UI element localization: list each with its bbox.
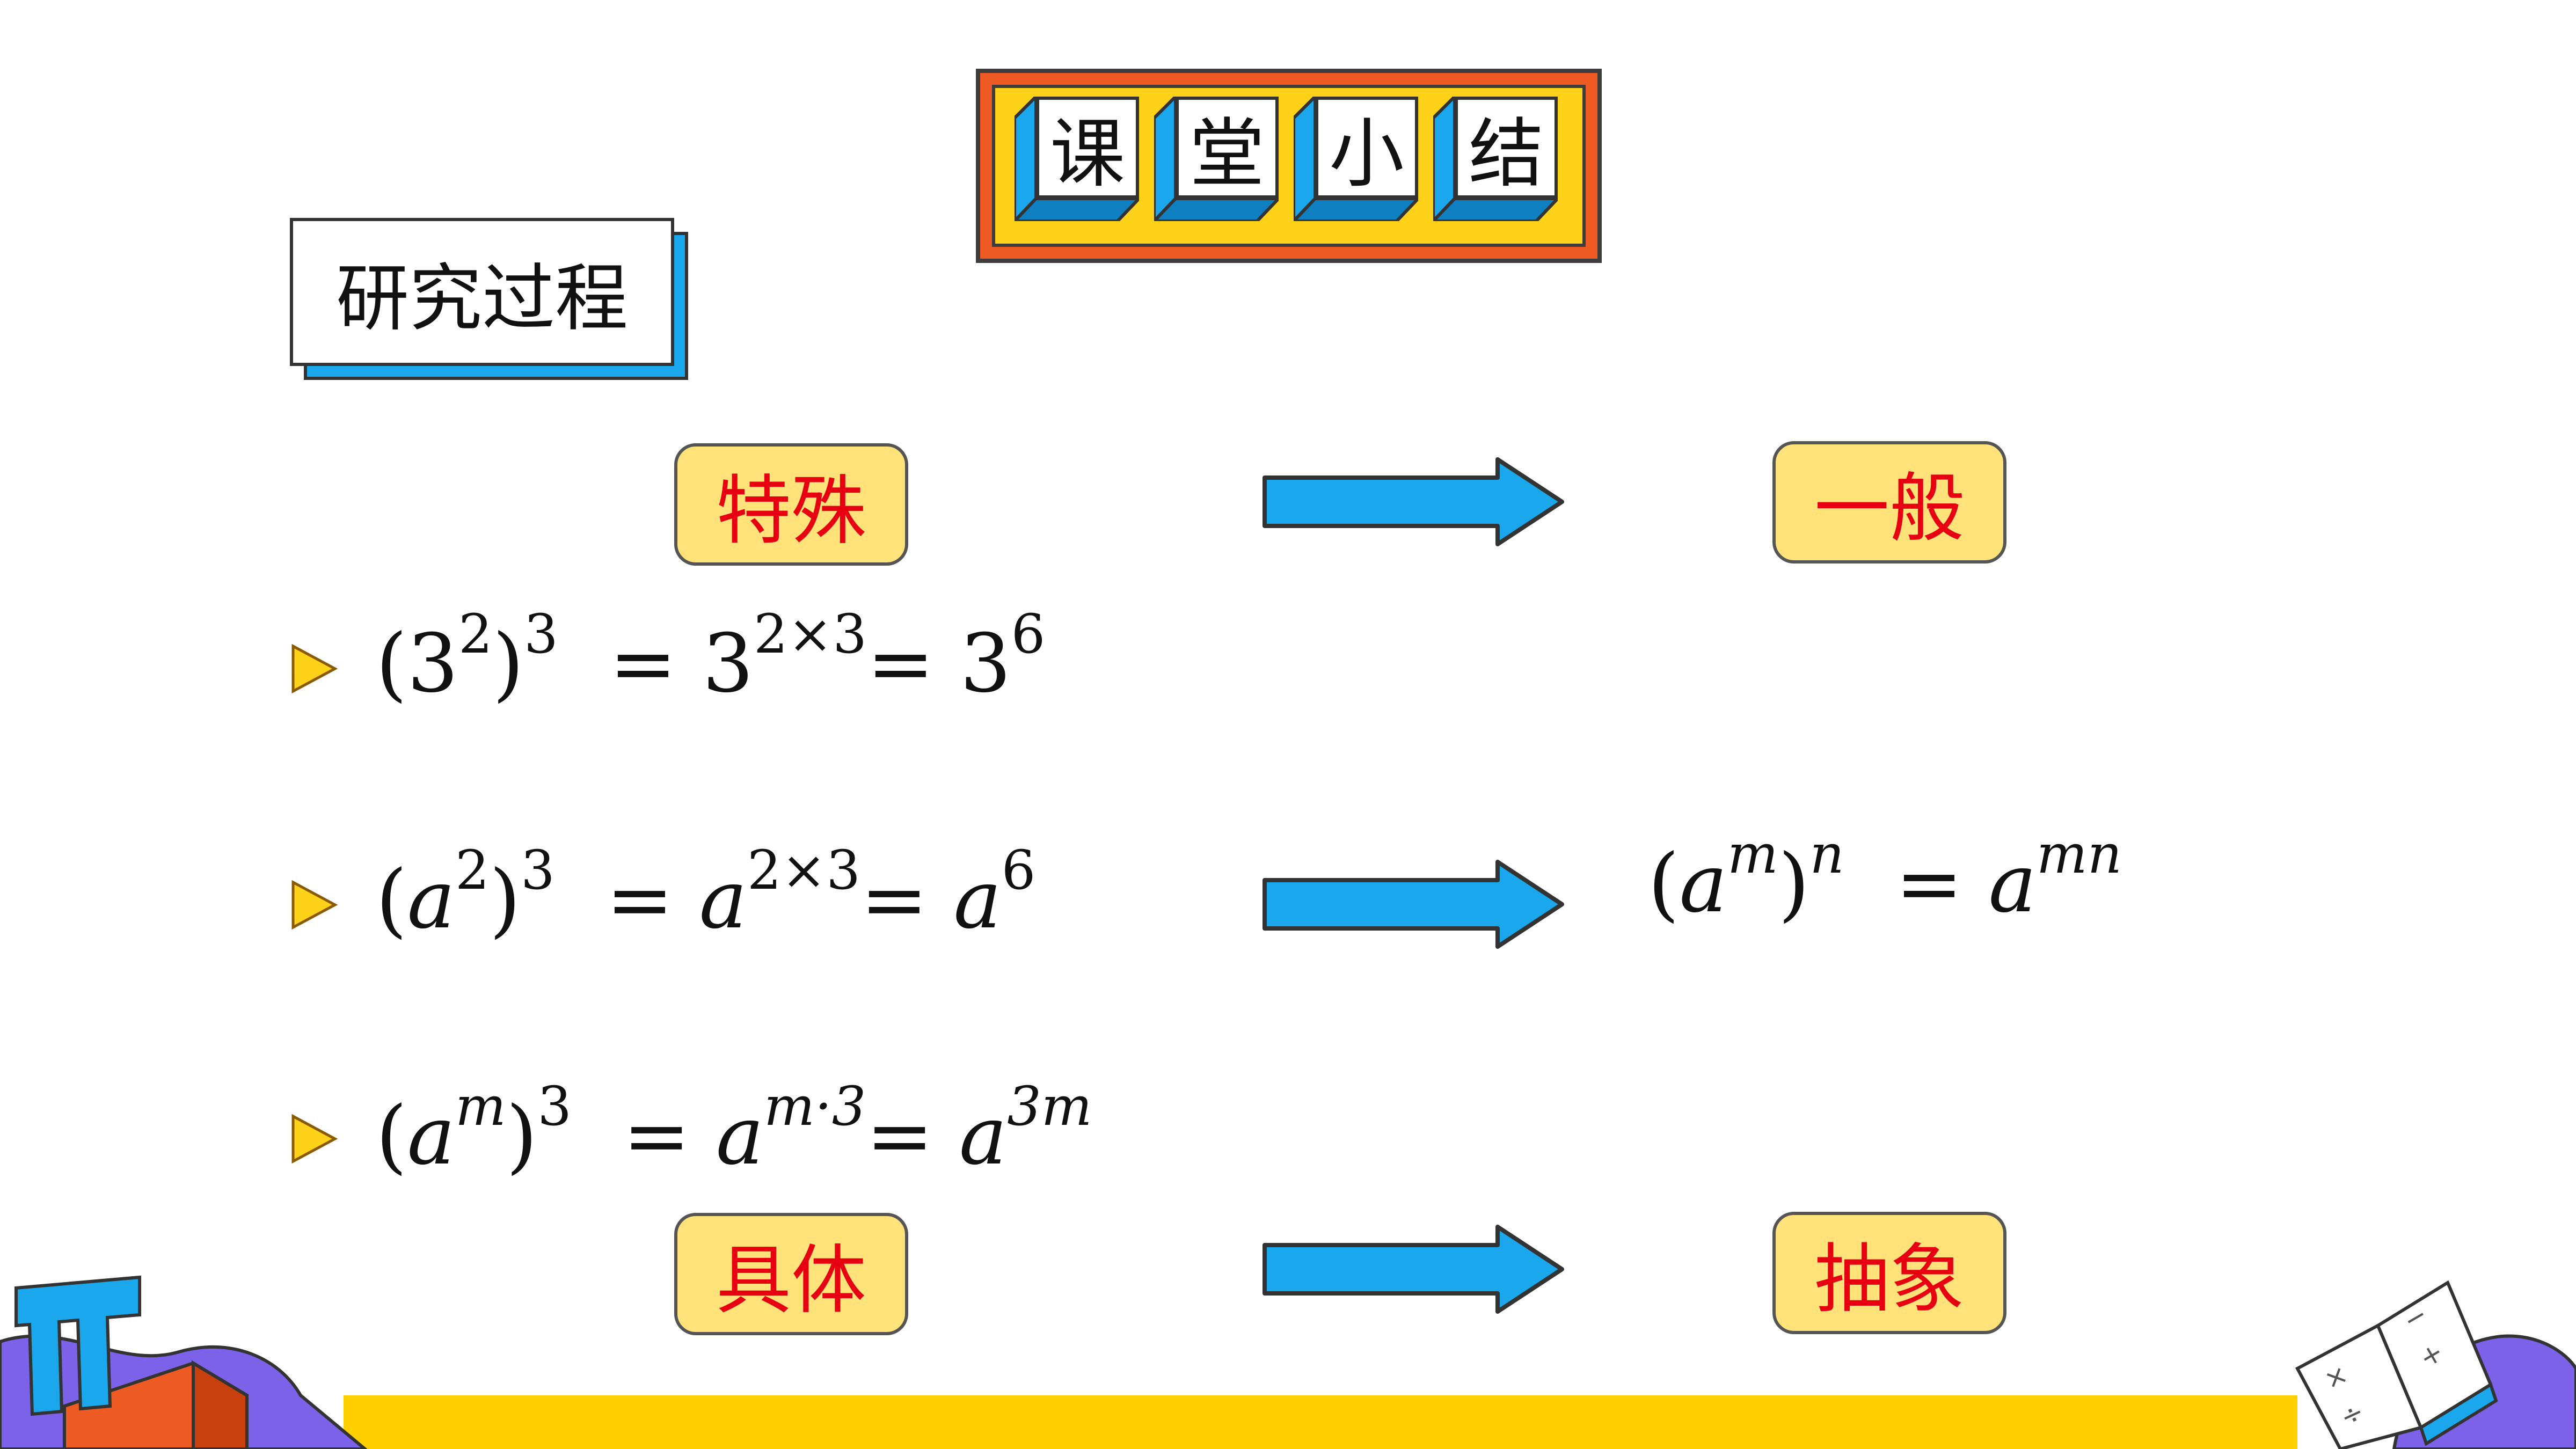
bullet-triangle-icon <box>291 880 338 930</box>
bottom-strip <box>344 1395 2297 1449</box>
base: 3 <box>407 617 458 711</box>
paren-open: ( <box>376 617 407 711</box>
mid-exponent: 2×3 <box>753 603 867 665</box>
base: a <box>407 1089 455 1183</box>
bottom-right-decoration: × ÷ − + <box>2295 1280 2576 1449</box>
formula-line-3: (am)3 = am·3= a3m <box>376 1080 1092 1183</box>
open-book-icon: × ÷ − + <box>2295 1280 2498 1449</box>
title-tile-1: 课 <box>1015 97 1139 221</box>
base: a <box>1679 837 1727 931</box>
tile-3d-shadow <box>1294 97 1418 221</box>
outer-exponent: n <box>1809 823 1844 885</box>
equals: = <box>860 853 928 947</box>
tag-general: 一般 <box>1772 441 2006 564</box>
tag-abstract: 抽象 <box>1772 1212 2006 1334</box>
bullet-triangle-icon <box>291 1114 338 1164</box>
inner-exponent: m <box>1727 823 1778 885</box>
base: a <box>959 1089 1008 1183</box>
paren-close: ) <box>1778 837 1810 931</box>
equals: = <box>606 853 674 947</box>
mid-exponent: 2×3 <box>747 839 860 902</box>
result-exponent: 3m <box>1007 1075 1092 1138</box>
section-label: 研究过程 <box>290 218 674 366</box>
inner-exponent: 2 <box>455 839 490 902</box>
mid-exponent: m·3 <box>764 1075 866 1138</box>
title-tile-4: 结 <box>1433 97 1558 221</box>
right-arrow-icon <box>1263 860 1564 949</box>
bottom-left-decoration <box>0 1275 368 1449</box>
title-tile-2: 堂 <box>1154 97 1279 221</box>
title-char: 小 <box>1315 97 1418 199</box>
outer-exponent: 3 <box>521 839 555 902</box>
tag-concrete: 具体 <box>674 1213 908 1335</box>
base: a <box>407 853 455 947</box>
outer-exponent: 3 <box>537 1075 572 1138</box>
base: a <box>1988 837 2037 931</box>
right-arrow-icon <box>1263 1225 1564 1314</box>
base: 3 <box>702 617 754 711</box>
base: a <box>699 853 747 947</box>
pi-icon <box>14 1275 141 1416</box>
paren-open: ( <box>376 1089 407 1183</box>
tag-special: 特殊 <box>674 443 908 566</box>
base: a <box>716 1089 764 1183</box>
equals: = <box>623 1089 691 1183</box>
equals: = <box>1895 837 1963 931</box>
base: a <box>953 853 1002 947</box>
inner-exponent: 2 <box>458 603 493 665</box>
result-exponent: 6 <box>1011 603 1046 665</box>
formula-line-1: (32)3 = 32×3= 36 <box>376 608 1045 711</box>
equals: = <box>609 617 677 711</box>
bullet-triangle-icon <box>291 643 338 694</box>
outer-exponent: 3 <box>524 603 558 665</box>
paren-open: ( <box>1648 837 1680 931</box>
result-exponent: 6 <box>1001 839 1036 902</box>
paren-close: ) <box>489 853 521 947</box>
formula-line-2: (a2)3 = a2×3= a6 <box>376 844 1035 947</box>
title-char: 结 <box>1455 97 1558 199</box>
paren-close: ) <box>492 617 524 711</box>
title-char: 课 <box>1036 97 1139 199</box>
general-formula: (am)n = amn <box>1648 828 2122 931</box>
paren-open: ( <box>376 853 407 947</box>
base: 3 <box>960 617 1011 711</box>
tile-3d-shadow <box>1015 97 1139 221</box>
paren-close: ) <box>506 1089 538 1183</box>
equals: = <box>866 617 935 711</box>
inner-exponent: m <box>455 1075 506 1138</box>
title-tile-3: 小 <box>1294 97 1418 221</box>
right-arrow-icon <box>1263 457 1564 546</box>
title-char: 堂 <box>1176 97 1279 199</box>
result-exponent: mn <box>2036 823 2122 885</box>
equals: = <box>866 1089 934 1183</box>
